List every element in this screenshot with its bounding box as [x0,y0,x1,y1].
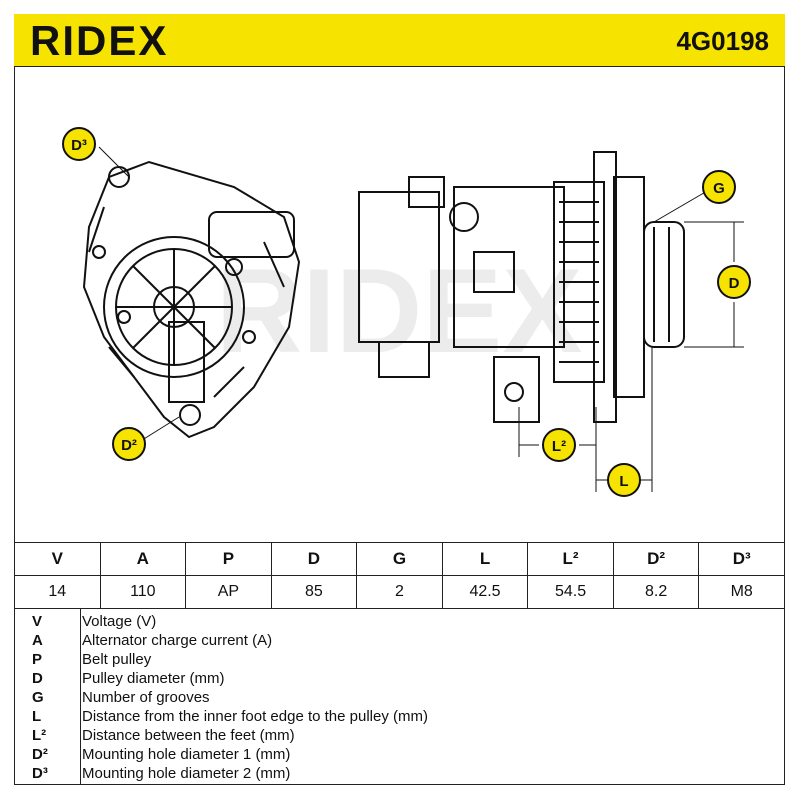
legend-row: A Alternator charge current (A) [14,632,785,650]
legend-text: Pulley diameter (mm) [82,670,225,687]
spec-value-cell: 14 [14,575,101,609]
callout-l-label: L [619,473,628,490]
legend-text: Number of grooves [82,689,210,706]
part-number: 4G0198 [676,26,769,56]
alternator-drawing: RIDEX [62,127,751,497]
spec-header-cell: G [356,542,443,576]
legend-key: D² [32,746,48,763]
spec-header-cell: D [270,542,358,576]
callout-g-label: G [713,180,725,197]
spec-value-cell: AP [185,575,272,609]
legend-row: D³ Mounting hole diameter 2 (mm) [14,765,785,783]
callout-d3-label: D³ [71,137,87,154]
legend-row: D Pulley diameter (mm) [14,670,785,688]
callout-l2: L² [542,428,576,462]
spec-header-cell: L² [527,542,614,576]
legend-text: Mounting hole diameter 2 (mm) [82,765,291,782]
callout-d: D [717,265,751,299]
spec-header-cell: V [14,542,101,576]
callout-d3: D³ [62,127,96,161]
legend-row: G Number of grooves [14,689,785,707]
spec-header-cell: D² [612,542,700,576]
callout-d-label: D [729,275,740,292]
legend-key: L² [32,727,47,744]
legend: V Voltage (V) A Alternator charge curren… [14,608,785,785]
legend-key: G [32,689,44,706]
legend-row: L² Distance between the feet (mm) [14,727,785,745]
legend-key: V [32,613,43,630]
spec-header-cell: L [441,542,529,576]
legend-text: Belt pulley [82,651,152,668]
legend-row: P Belt pulley [14,651,785,669]
legend-key: A [32,632,43,649]
callout-l2-label: L² [552,438,566,455]
legend-key: D [32,670,43,687]
spec-value-cell: 2 [356,575,443,609]
spec-header-row: V A P D G L L² D² D³ [14,542,785,576]
spec-value-cell: 8.2 [612,575,700,609]
spec-value-cell: M8 [698,575,785,609]
legend-row: L Distance from the inner foot edge to t… [14,708,785,726]
spec-table: V A P D G L L² D² D³ 14 110 AP 85 2 42.5… [14,542,785,609]
spec-value-cell: 110 [99,575,187,609]
spec-value-cell: 42.5 [441,575,529,609]
header-bar: RIDEX 4G0198 [14,14,785,67]
legend-row: D² Mounting hole diameter 1 (mm) [14,746,785,764]
legend-divider [80,608,81,785]
legend-text: Distance between the feet (mm) [82,727,295,744]
alternator-side-view [358,151,685,423]
callout-d2-label: D² [121,437,137,454]
brand-logo: RIDEX [30,17,169,64]
legend-row: V Voltage (V) [14,613,785,631]
dimension-lines [98,146,744,492]
spec-header-cell: P [185,542,272,576]
spec-header-cell: A [99,542,187,576]
legend-text: Distance from the inner foot edge to the… [82,708,428,725]
spec-value-cell: 54.5 [527,575,614,609]
watermark: RIDEX [216,244,583,378]
spec-header-cell: D³ [698,542,785,576]
legend-key: D³ [32,765,48,782]
callout-g: G [702,170,736,204]
spec-value-row: 14 110 AP 85 2 42.5 54.5 8.2 M8 [14,575,785,609]
alternator-front-view [82,160,301,439]
callout-d2: D² [112,427,146,461]
spec-value-cell: 85 [270,575,358,609]
legend-key: P [32,651,43,668]
legend-text: Voltage (V) [82,613,157,630]
legend-text: Mounting hole diameter 1 (mm) [82,746,291,763]
callout-l: L [607,463,641,497]
legend-text: Alternator charge current (A) [82,632,273,649]
legend-key: L [32,708,42,725]
